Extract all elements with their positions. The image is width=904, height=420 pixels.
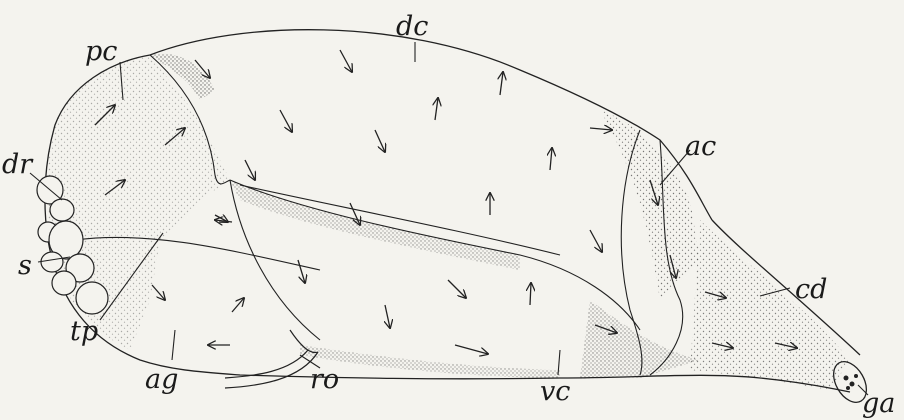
label-tp: tp xyxy=(70,316,98,347)
label-vc: vc xyxy=(540,376,570,407)
posterior-disc-region xyxy=(47,55,230,350)
label-dc: dc xyxy=(396,11,428,42)
label-cd: cd xyxy=(795,274,827,305)
stipple-zones xyxy=(150,54,850,390)
genital-aperture-pattern xyxy=(844,374,859,390)
label-pc: pc xyxy=(85,36,117,67)
label-s: s xyxy=(18,250,32,281)
label-ac: ac xyxy=(685,131,716,162)
label-ro: ro xyxy=(310,364,339,395)
label-dr: dr xyxy=(2,149,34,180)
label-ag: ag xyxy=(145,364,178,395)
label-ga: ga xyxy=(862,388,895,419)
oral-rod xyxy=(225,330,318,388)
